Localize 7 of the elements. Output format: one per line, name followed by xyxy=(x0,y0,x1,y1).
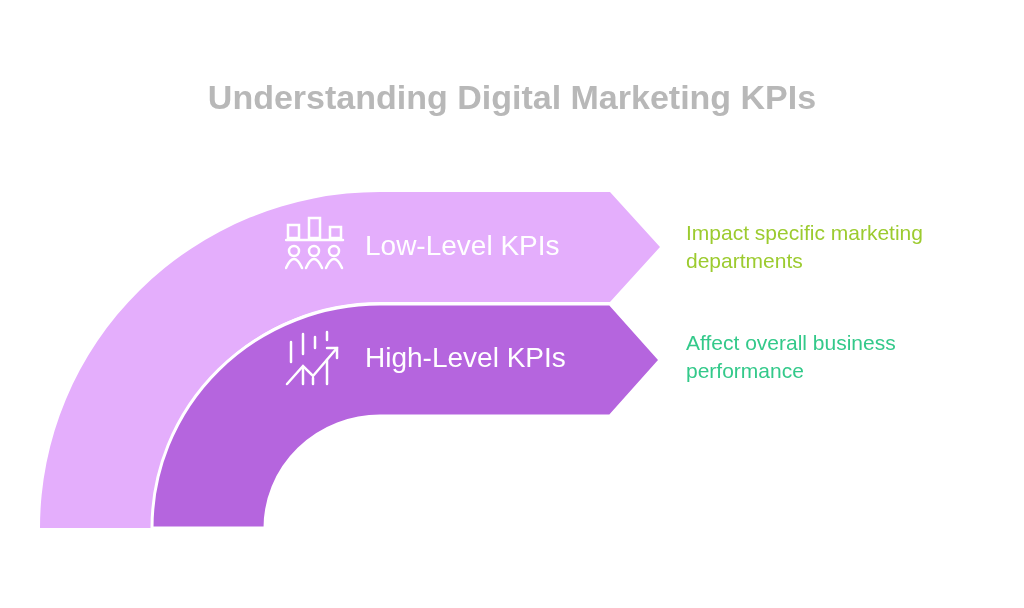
description-text: Impact specific marketing departments xyxy=(686,220,924,274)
title: Understanding Digital Marketing KPIs xyxy=(206,78,818,117)
curved-arrow-band xyxy=(40,192,660,528)
description-text: Affect overall business performance xyxy=(686,330,897,384)
band-label: Low-Level KPIs xyxy=(365,230,560,262)
band-label: High-Level KPIs xyxy=(365,342,566,374)
curved-arrow-band xyxy=(152,302,660,528)
